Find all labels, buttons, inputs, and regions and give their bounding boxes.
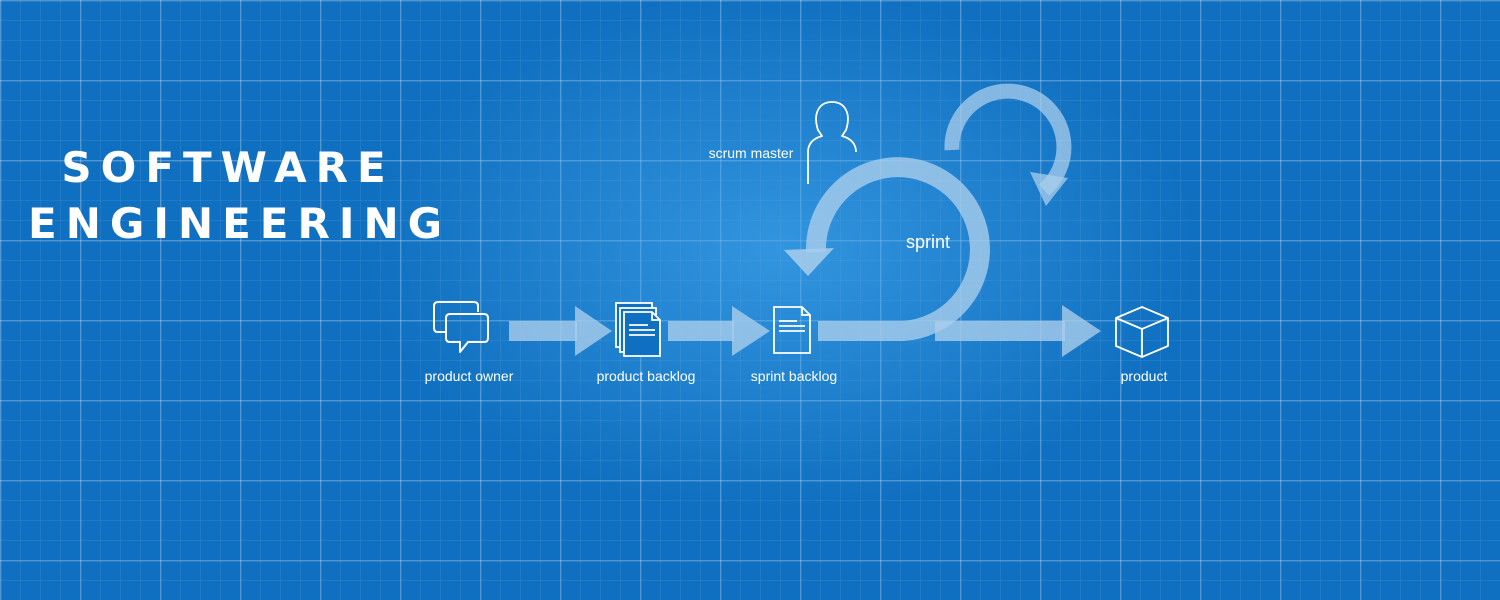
- document-icon: [773, 306, 811, 354]
- small-cycle-arrow: [944, 83, 1072, 206]
- product-owner-label: product owner: [425, 368, 514, 384]
- cube-icon: [1115, 306, 1169, 358]
- arrow-owner-to-backlog: [509, 306, 612, 356]
- product-label: product: [1121, 368, 1168, 384]
- headline-line-1: SOFTWARE: [61, 143, 395, 192]
- document-stack-icon: [615, 302, 661, 357]
- person-icon: [807, 101, 857, 184]
- product-backlog-label: product backlog: [597, 368, 696, 384]
- headline-line-2: ENGINEERING: [28, 199, 452, 248]
- sprint-cycle-arrow: [784, 157, 990, 341]
- sprint-label: sprint: [906, 232, 950, 252]
- speech-bubbles-icon: [433, 301, 489, 353]
- arrow-sprint-to-product: [935, 305, 1101, 357]
- sprint-backlog-label: sprint backlog: [751, 368, 837, 384]
- arrow-backlog-to-sprint-backlog: [668, 306, 770, 356]
- headline: SOFTWARE ENGINEERING: [28, 140, 452, 252]
- scrum-master-label: scrum master: [709, 145, 794, 161]
